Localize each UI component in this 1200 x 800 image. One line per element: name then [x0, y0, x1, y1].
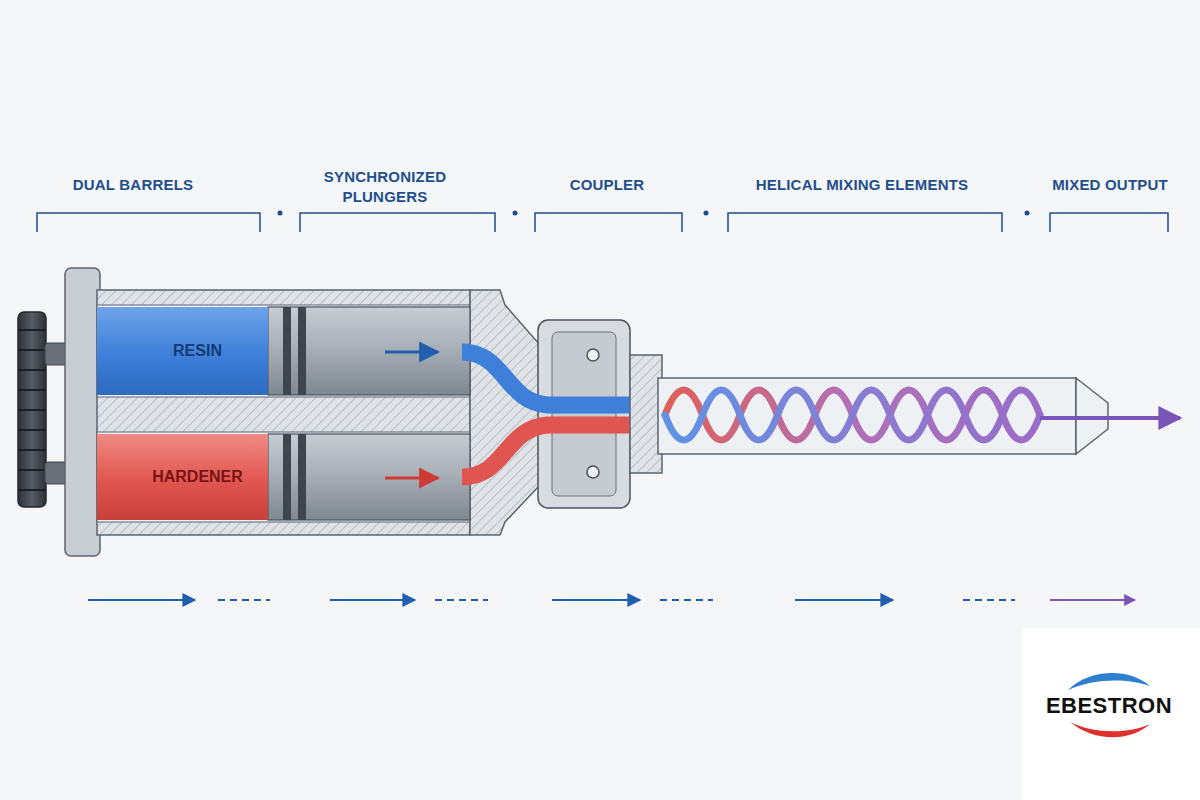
logo-text-box: EBESTRON: [1024, 693, 1194, 719]
section-label-box: HELICAL MIXING ELEMENTS: [722, 175, 1002, 195]
component-label: HARDENER: [152, 468, 243, 486]
drive-knob-part-part: [18, 329, 46, 331]
logo-panel-part: [1070, 722, 1150, 737]
drive-knob-part-part: [18, 449, 46, 451]
drive-knob-part-part: [18, 429, 46, 431]
drive-knob-part-part: [18, 409, 46, 411]
component-label: RESIN: [173, 342, 222, 360]
plungers: [268, 307, 470, 520]
section-label-box: DUAL BARRELS: [18, 175, 248, 195]
mixer-nozzle-part: [658, 378, 1076, 454]
flow-arrows-row: [88, 599, 1135, 601]
separator-dots-part: [513, 211, 518, 216]
helical-mixing-elements-part: [665, 390, 1040, 440]
flow-arrows-row-part: [435, 599, 488, 601]
logo-panel-part: [1022, 628, 1200, 800]
section-brackets: [37, 213, 1168, 232]
drive-knob-part-part: [18, 469, 46, 471]
plungers-part: [268, 307, 470, 395]
mixed-output-arrow: [1040, 418, 1180, 419]
drive-knob-part-part: [18, 349, 46, 351]
section-label: SYNCHRONIZED PLUNGERS: [296, 167, 475, 208]
plungers-part: [298, 434, 306, 520]
section-brackets-part: [37, 213, 260, 232]
barrel-housing-part: [97, 432, 470, 522]
flange-plate-part: [65, 268, 100, 556]
section-label-box: SYNCHRONIZED PLUNGERS: [296, 167, 475, 208]
flow-arrows-row-part: [218, 599, 270, 601]
section-brackets-part: [535, 213, 682, 232]
drive-knob-part: [18, 312, 46, 507]
logo-text: EBESTRON: [1046, 693, 1172, 719]
drive-knob-part-part: [18, 389, 46, 391]
coupler-part: [552, 332, 616, 496]
barrel-housing-part: [97, 290, 470, 535]
plungers-part: [385, 351, 438, 354]
flow-arrows-row-part: [330, 599, 415, 601]
plungers-part: [298, 307, 306, 395]
coupler: [538, 320, 630, 508]
mixed-output-arrow-part: [1040, 416, 1180, 420]
flow-arrows-row-part: [963, 599, 1015, 601]
barrel-housing: [97, 290, 540, 535]
flange-plate: [65, 268, 100, 556]
flow-arrows-row-part: [795, 599, 893, 601]
barrel-housing-part: [470, 290, 540, 535]
section-brackets-part: [728, 213, 1002, 232]
logo-panel-part: [1068, 673, 1150, 690]
section-label: HELICAL MIXING ELEMENTS: [756, 175, 969, 195]
helical-mixing-elements: [665, 390, 1040, 440]
mixer-nozzle: [630, 355, 1108, 473]
coupler-part: [538, 320, 630, 508]
barrel-fill: HARDENER: [97, 434, 268, 520]
plungers-part: [283, 434, 291, 520]
separator-dots-part: [704, 211, 709, 216]
mixer-nozzle-part: [630, 355, 662, 473]
plungers-part: [283, 307, 291, 395]
flow-arrows-row-part: [88, 599, 195, 601]
helical-mixing-elements-part: [665, 390, 1040, 440]
logo-panel: [1022, 628, 1200, 800]
plungers-part: [268, 434, 470, 520]
coupler-part: [587, 466, 599, 478]
drive-knob-part: [18, 330, 46, 490]
plungers-part: [385, 477, 438, 480]
separator-dots-part: [278, 211, 283, 216]
flow-arrows-row-part: [1050, 599, 1135, 601]
flow-arrows-row-part: [660, 599, 713, 601]
section-brackets-part: [1050, 213, 1168, 232]
section-label-box: COUPLER: [532, 175, 682, 195]
section-label: COUPLER: [570, 175, 645, 195]
drive-knob-part-part: [18, 489, 46, 491]
section-brackets-part: [300, 213, 495, 232]
section-label: MIXED OUTPUT: [1052, 175, 1168, 195]
section-label-box: MIXED OUTPUT: [1045, 175, 1175, 195]
barrel-fill: RESIN: [97, 307, 268, 395]
barrel-housing-part: [97, 305, 470, 397]
section-label: DUAL BARRELS: [73, 175, 193, 195]
flow-channels: [462, 352, 668, 477]
separator-dots-part: [1025, 211, 1030, 216]
coupler-part: [587, 349, 599, 361]
flow-arrows-row-part: [552, 599, 640, 601]
drive-knob-part-part: [18, 369, 46, 371]
separator-dots: [278, 211, 1030, 216]
